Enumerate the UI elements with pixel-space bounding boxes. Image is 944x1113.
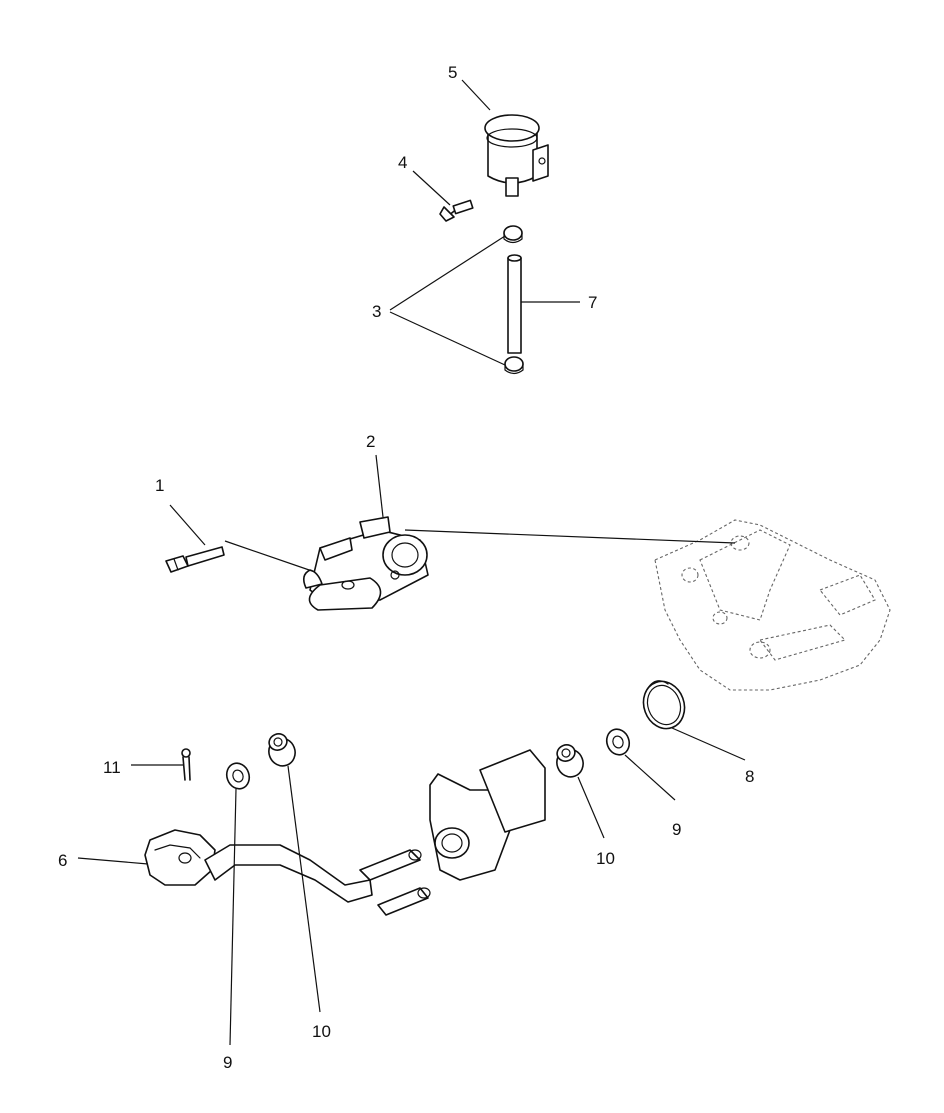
bushing-lower: [268, 733, 296, 767]
leader-line-5: [461, 79, 491, 111]
leader-lines: [77, 79, 746, 1046]
brake-pedal-part: [144, 749, 546, 916]
callout-9-lower: 9: [223, 1053, 232, 1072]
callout-1: 1: [155, 476, 164, 495]
leader-line-1b: [224, 540, 316, 573]
leader-line-9b: [229, 788, 237, 1046]
callout-10-upper: 10: [596, 849, 615, 868]
callout-2: 2: [366, 432, 375, 451]
leader-line-9a: [624, 754, 676, 801]
callout-labels: 5 4 3 7 2 1 8 9 10 6 11 10 9: [58, 63, 754, 1072]
hose-clamp-top: [503, 225, 523, 244]
bushing-upper: [556, 744, 584, 778]
leader-line-6: [77, 857, 149, 865]
cotter-pin-part: [181, 748, 191, 781]
callout-9-upper: 9: [672, 820, 681, 839]
leader-line-3b: [389, 311, 506, 366]
callout-7: 7: [588, 293, 597, 312]
screw-part: [439, 199, 474, 222]
callout-6: 6: [58, 851, 67, 870]
callout-10-lower: 10: [312, 1022, 331, 1041]
master-cylinder-part: [302, 516, 429, 611]
callout-3: 3: [372, 302, 381, 321]
bolt-part: [165, 546, 225, 573]
leader-line-2b: [404, 529, 736, 544]
callout-8: 8: [745, 767, 754, 786]
leader-line-10a: [577, 776, 605, 839]
callout-11: 11: [103, 758, 121, 777]
leader-line-2: [375, 454, 384, 518]
callout-5: 5: [448, 63, 457, 82]
hose-part: [507, 254, 522, 354]
leader-line-3a: [389, 235, 506, 311]
leader-line-1a: [169, 504, 206, 546]
leader-line-8: [671, 727, 746, 761]
reservoir-part: [484, 114, 549, 197]
retaining-ring-part: [642, 680, 686, 730]
hose-clamp-bottom: [504, 356, 524, 375]
leader-line-10b: [287, 765, 321, 1013]
washer-lower: [225, 762, 251, 790]
callout-4: 4: [398, 153, 407, 172]
leader-line-4: [412, 170, 451, 206]
washer-upper: [605, 728, 631, 756]
mounting-bracket: [654, 519, 891, 691]
